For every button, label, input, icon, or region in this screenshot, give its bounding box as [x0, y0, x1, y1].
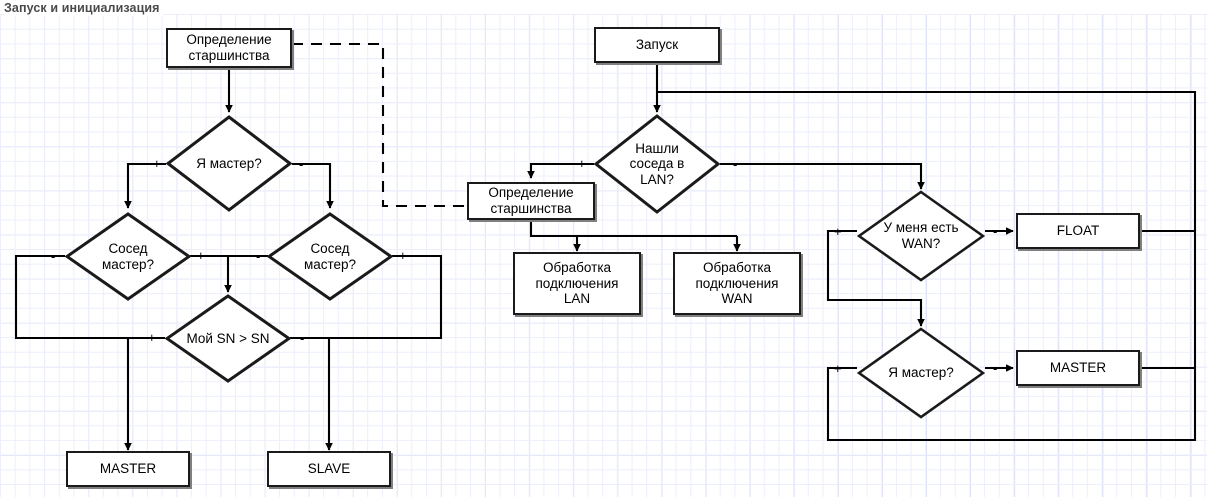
- edge-sign-found-lan-minus: -: [733, 157, 738, 172]
- node-label: FLOAT: [1056, 223, 1100, 239]
- node-float[interactable]: FLOAT: [1016, 213, 1140, 249]
- diamond-shape: [857, 327, 985, 419]
- edge-neighbor-l-plus: [190, 254, 232, 293]
- edge-have-wan-plus: [826, 229, 925, 327]
- node-start[interactable]: Запуск: [594, 27, 720, 63]
- edge-sign-neighbor-r-plus: +: [399, 248, 407, 263]
- diamond-shape: [65, 212, 191, 301]
- node-neighbor-left[interactable]: Сосед мастер?: [65, 212, 191, 301]
- node-label: SLAVE: [307, 461, 351, 477]
- diamond-shape: [267, 212, 393, 301]
- node-slave-left[interactable]: SLAVE: [267, 451, 391, 487]
- node-master-right[interactable]: MASTER: [1016, 350, 1140, 386]
- edge-sign-neighbor-l-plus: +: [197, 248, 205, 263]
- diamond-shape: [594, 114, 720, 214]
- node-found-lan[interactable]: Нашли соседа в LAN?: [594, 114, 720, 214]
- node-handle-wan[interactable]: Обработка подключения WAN: [673, 252, 801, 315]
- edge-found-lan-plus: [527, 162, 594, 179]
- node-label: Запуск: [635, 37, 679, 53]
- node-label: Определение старшинства: [186, 32, 272, 63]
- edge-sign-am-i-master-minus: -: [299, 157, 304, 172]
- edge-sign-found-lan-plus: +: [578, 156, 586, 171]
- edge-sign-am-i-master-r-minus: -: [993, 361, 998, 376]
- edge-dashed-prio-left-to-prio-mid: [292, 42, 467, 208]
- edge-start-branch-right: [657, 90, 1197, 231]
- edge-sign-my-sn-minus: -: [300, 331, 305, 346]
- edge-am-i-master-minus: [292, 162, 334, 209]
- node-prio-mid[interactable]: Определение старшинства: [467, 182, 595, 220]
- node-am-i-master-right[interactable]: Я мастер?: [857, 327, 985, 419]
- edge-neighbor-r-plus: [329, 254, 443, 340]
- edge-found-lan-minus: [720, 162, 925, 190]
- edge-sign-am-i-master-plus: +: [153, 156, 161, 171]
- edge-neighbor-l-minus: [14, 254, 128, 340]
- node-prio-left[interactable]: Определение старшинства: [166, 28, 292, 68]
- diamond-shape: [857, 190, 985, 282]
- edge-sign-am-i-master-r-plus: +: [834, 361, 842, 376]
- edge-my-sn-plus: [124, 336, 165, 451]
- node-label: MASTER: [99, 461, 157, 477]
- edge-sign-have-wan-minus: -: [993, 224, 998, 239]
- edge-prio-mid-stem: [529, 220, 737, 238]
- edge-sign-neighbor-r-minus: -: [256, 249, 261, 264]
- edge-my-sn-minus: [290, 336, 333, 451]
- edge-sign-have-wan-plus: +: [834, 224, 842, 239]
- node-master-left[interactable]: MASTER: [66, 451, 190, 487]
- node-am-i-master[interactable]: Я мастер?: [166, 115, 292, 212]
- edge-sign-neighbor-l-minus: -: [51, 249, 56, 264]
- node-handle-lan[interactable]: Обработка подключения LAN: [513, 252, 641, 315]
- node-have-wan[interactable]: У меня есть WAN?: [857, 190, 985, 282]
- node-label: Обработка подключения WAN: [695, 260, 779, 307]
- edge-am-i-master-plus: [124, 162, 166, 209]
- edge-float-out: [1140, 229, 1197, 368]
- page-title: Запуск и инициализация: [4, 0, 163, 16]
- node-label: Обработка подключения LAN: [535, 260, 619, 307]
- edge-sign-my-sn-plus: +: [148, 330, 156, 345]
- edge-am-i-master-r-plus: [826, 366, 1197, 442]
- node-label: Определение старшинства: [488, 185, 574, 216]
- node-label: MASTER: [1049, 360, 1107, 376]
- node-neighbor-right[interactable]: Сосед мастер?: [267, 212, 393, 301]
- diamond-shape: [166, 115, 292, 212]
- diamond-shape: [165, 294, 291, 383]
- node-my-sn[interactable]: Мой SN > SN: [165, 294, 291, 383]
